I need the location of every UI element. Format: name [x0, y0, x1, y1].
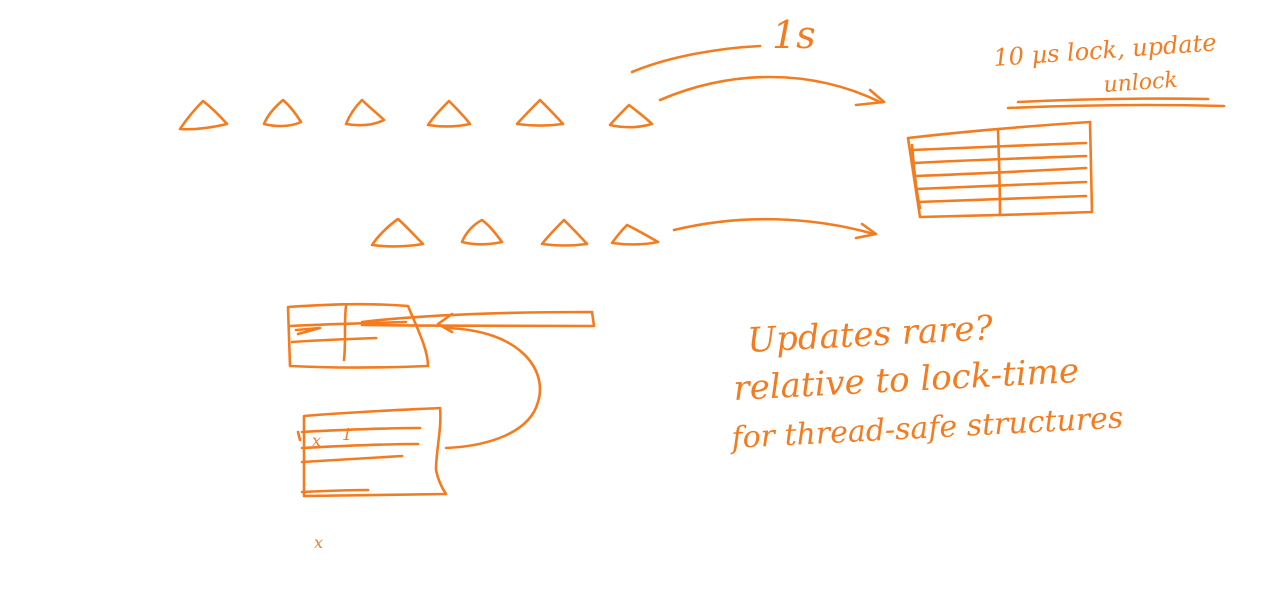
structure-left-tick	[296, 430, 302, 442]
upper-structure	[286, 302, 596, 369]
question-line1: Updates rare?	[746, 308, 994, 361]
long-pointer-bar	[360, 310, 596, 328]
one-marker: 1	[342, 425, 352, 444]
structure-row-line	[300, 488, 370, 494]
interval-arc	[630, 44, 762, 74]
event-triangle	[515, 98, 565, 127]
annotations: 1s 10 µs lock, update unlock x 1 x Updat…	[312, 13, 1217, 552]
x-marker-top: x	[312, 431, 321, 450]
structure-row-line	[300, 442, 420, 450]
lock-note-line1: 10 µs lock, update	[992, 28, 1217, 72]
lock-note-arrow	[1006, 103, 1226, 110]
lock-note-line2: unlock	[1103, 68, 1179, 98]
table-row-line	[913, 166, 1088, 178]
structure-row-line	[290, 336, 378, 344]
shared-table	[906, 120, 1094, 219]
top-row-arrow	[658, 75, 882, 104]
event-row-bottom	[370, 217, 660, 248]
x-marker-bottom: x	[314, 533, 323, 552]
bottom-row-arrowhead	[854, 222, 878, 240]
event-triangle	[540, 218, 589, 247]
question-line2: relative to lock-time	[732, 351, 1080, 409]
event-triangle	[460, 218, 504, 246]
event-triangle	[608, 103, 654, 129]
swap-connector	[444, 326, 542, 450]
bottom-row-arrow	[672, 217, 876, 236]
structure-divider	[342, 304, 348, 362]
table-outline	[906, 120, 1094, 219]
structure-outline	[286, 302, 430, 369]
table-row-line	[912, 154, 1088, 165]
table-row-line	[910, 141, 1088, 152]
event-triangle	[610, 223, 660, 246]
structure-scribble	[294, 326, 322, 336]
event-row-top	[178, 98, 654, 131]
event-triangle	[426, 99, 472, 128]
question-line3: for thread-safe structures	[729, 401, 1124, 457]
lock-note-underline	[1016, 97, 1210, 104]
structure-row-line	[300, 454, 404, 464]
lower-structure	[296, 406, 448, 498]
top-row-arrowhead	[854, 88, 886, 107]
table-row-line	[914, 180, 1088, 191]
event-triangle	[262, 98, 303, 128]
table-row-line	[916, 194, 1088, 204]
event-triangle	[178, 99, 229, 131]
flow-arrows	[630, 44, 1226, 240]
event-triangle	[370, 217, 425, 248]
interval-label: 1s	[772, 13, 816, 57]
structure-outline	[302, 406, 448, 498]
event-triangle	[344, 98, 386, 127]
structure-row-line	[300, 426, 422, 434]
structure-row-line	[288, 320, 408, 328]
